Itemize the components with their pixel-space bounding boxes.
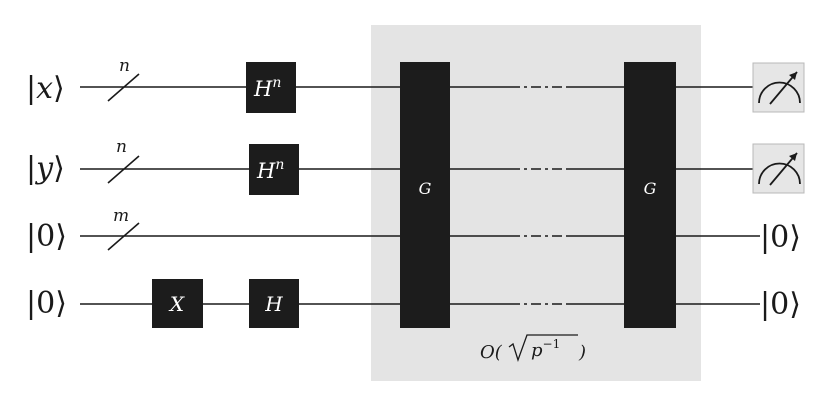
measurement-meter-y <box>752 143 805 194</box>
grover-g-block-first-label: G <box>419 179 432 198</box>
grover-g-block-last <box>624 62 676 328</box>
hadamard-n-gate-y-label: Hn <box>256 157 284 183</box>
meter-dial-arc <box>758 81 801 104</box>
wires <box>80 86 760 305</box>
grover-g-block-first <box>400 62 450 328</box>
grover-g-block-last-label: G <box>644 179 657 198</box>
meter-arrow-head <box>789 153 797 161</box>
bundle-slash-x <box>107 73 140 102</box>
input-ket-ancilla-1: |0⟩ <box>26 286 67 321</box>
bundle-slash-ancilla <box>107 222 140 251</box>
x-gate <box>152 279 203 328</box>
meter-arrow-head <box>789 72 797 80</box>
iteration-count-prefix: O( <box>480 342 503 363</box>
svg-text:p−1: p−1 <box>531 337 560 361</box>
input-ket-ancilla-m: |0⟩ <box>26 219 67 254</box>
iteration-count-label: O( p−1 ) <box>480 334 586 363</box>
bundle-slash-y <box>107 155 140 184</box>
iteration-count-suffix: ) <box>578 342 586 363</box>
radicand-exponent: −1 <box>543 337 561 351</box>
radical-sign <box>508 334 578 363</box>
measurement-meter-x <box>752 62 805 113</box>
bundle-label-ancilla: m <box>113 206 129 226</box>
meter-dial-arc <box>758 162 801 185</box>
hadamard-gate-label: H <box>264 292 283 316</box>
bundle-label-y: n <box>116 137 127 157</box>
hadamard-n-gate-x <box>246 62 296 113</box>
x-gate-label: X <box>168 292 185 316</box>
bundle-label-x: n <box>119 56 130 76</box>
hadamard-n-gate-x-label: Hn <box>253 75 281 101</box>
output-ket-ancilla-m: |0⟩ <box>760 220 801 255</box>
input-ket-x: |x⟩ <box>26 71 65 106</box>
output-ket-ancilla-1: |0⟩ <box>760 287 801 322</box>
hadamard-gate <box>249 279 299 328</box>
radicand-base: p <box>531 340 543 361</box>
hadamard-n-gate-y <box>249 144 299 195</box>
input-ket-y: |y⟩ <box>26 151 65 186</box>
